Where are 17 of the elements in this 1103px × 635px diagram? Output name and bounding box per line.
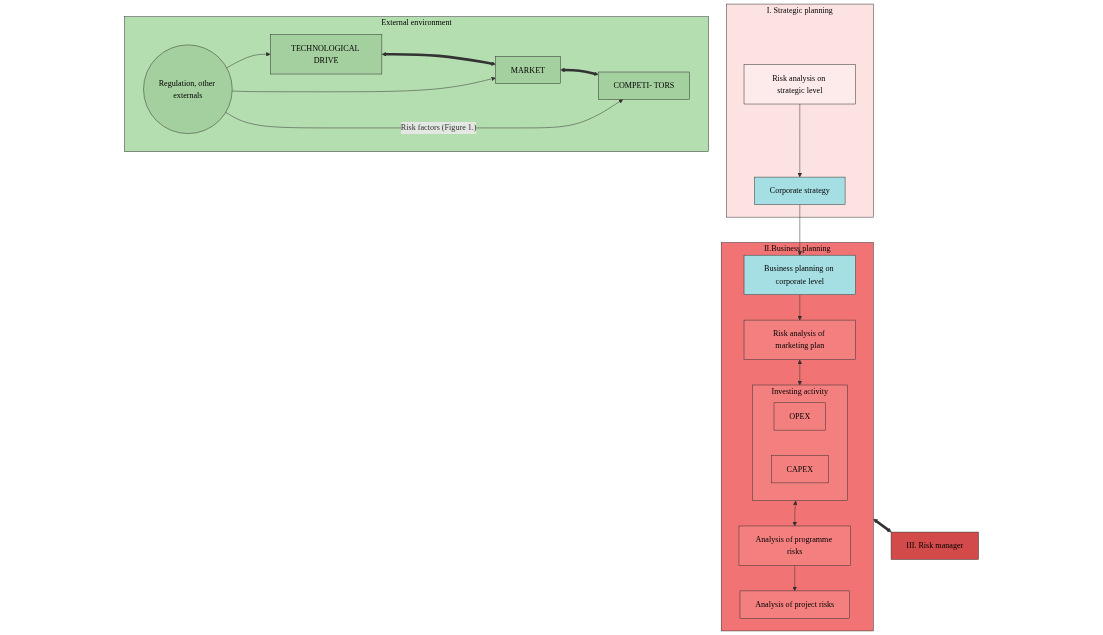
arrow [873, 518, 892, 533]
node-box: Analysis of project risks [739, 590, 850, 619]
node-box: COMPETI- TORS [598, 71, 690, 100]
node-box: OPEX [773, 402, 826, 431]
node-box: Analysis of programme risks [738, 525, 851, 566]
node-box: Business planning on corporate level [743, 254, 856, 295]
node-box: CAPEX [771, 455, 829, 484]
node-box: MARKET [495, 56, 561, 84]
node-box: Corporate strategy [754, 176, 846, 205]
edge-label: Risk factors (Figure 1.) [400, 123, 477, 132]
node-box: TECHNOLOGICAL DRIVE [270, 34, 383, 75]
node-box: Risk analysis on strategic level [743, 64, 856, 105]
arrow [381, 52, 496, 66]
node-circle: Regulation, other externals [143, 44, 233, 134]
node-box: III. Risk manager [890, 531, 979, 560]
node-box: Risk analysis of marketing plan [743, 319, 856, 360]
arrow [560, 67, 599, 76]
